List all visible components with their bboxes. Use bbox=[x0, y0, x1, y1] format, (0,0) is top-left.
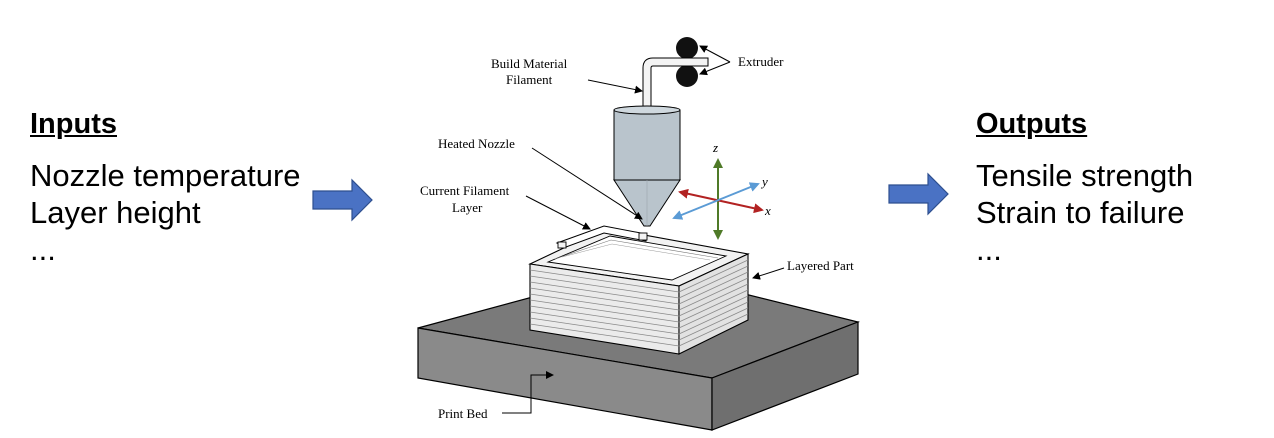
extruder-roller-top bbox=[676, 37, 698, 59]
input-item-nozzle-temperature: Nozzle temperature bbox=[30, 158, 301, 193]
label-filament: Filament bbox=[506, 72, 553, 87]
input-arrow-icon bbox=[312, 178, 373, 222]
inputs-title: Inputs bbox=[30, 108, 117, 140]
extruder-roller-bottom bbox=[676, 65, 698, 87]
axis-y-line bbox=[672, 182, 760, 220]
label-build-material: Build Material bbox=[491, 56, 568, 71]
axis-x-line bbox=[678, 188, 764, 214]
axis-z-label: z bbox=[712, 140, 718, 155]
filament bbox=[642, 57, 709, 113]
output-item-tensile-strength: Tensile strength bbox=[976, 158, 1194, 193]
coordinate-axes: z y x bbox=[672, 140, 771, 240]
output-item-more: ... bbox=[976, 232, 1002, 267]
input-item-layer-height: Layer height bbox=[30, 195, 201, 230]
label-layered-part: Layered Part bbox=[787, 258, 854, 273]
input-item-more: ... bbox=[30, 232, 56, 267]
output-item-strain-to-failure: Strain to failure bbox=[976, 195, 1185, 230]
label-print-bed: Print Bed bbox=[438, 406, 488, 421]
axis-y-label: y bbox=[760, 174, 768, 189]
leader-part bbox=[752, 267, 785, 280]
leader-extruder-top bbox=[699, 45, 731, 63]
outputs-title: Outputs bbox=[976, 108, 1088, 140]
axis-x-label: x bbox=[764, 203, 771, 218]
layered-part bbox=[528, 225, 750, 355]
label-current-filament: Current Filament bbox=[420, 183, 510, 198]
leader-bed bbox=[502, 371, 554, 414]
output-arrow-icon bbox=[888, 172, 949, 216]
leader-extruder-bottom bbox=[699, 61, 731, 76]
heated-nozzle bbox=[613, 105, 681, 227]
label-extruder: Extruder bbox=[738, 54, 784, 69]
label-heated-nozzle: Heated Nozzle bbox=[438, 136, 515, 151]
leader-layer bbox=[525, 195, 591, 230]
leader-nozzle bbox=[531, 147, 643, 220]
label-layer: Layer bbox=[452, 200, 483, 215]
leader-filament bbox=[587, 79, 643, 94]
